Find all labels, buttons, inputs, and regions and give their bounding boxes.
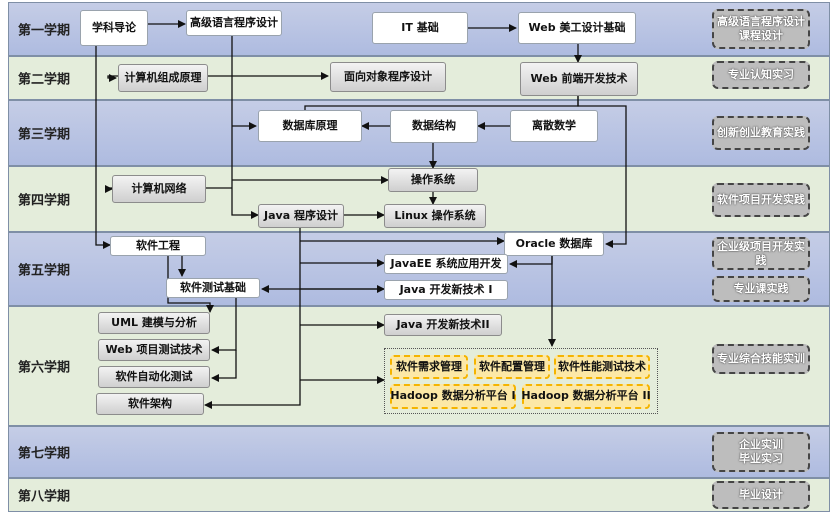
course-sjk: 数据库原理 — [258, 110, 362, 142]
arrow-java-rjjg — [204, 226, 301, 409]
course-jsjzc: 计算机组成原理 — [118, 64, 208, 92]
course-xueke: 学科导论 — [80, 10, 148, 46]
elective-hadoop1: Hadoop 数据分析平台 I — [390, 384, 516, 409]
practice-sem5a: 企业级项目开发实 践 — [712, 237, 810, 270]
practice-sem1: 高级语言程序设计 课程设计 — [712, 9, 810, 49]
practice-sem3: 创新创业教育实践 — [712, 116, 810, 150]
arrow-rjcs-zdh — [211, 350, 237, 382]
course-zdh: 软件自动化测试 — [98, 366, 210, 388]
arrow-rjcs-webcs — [211, 298, 237, 354]
semester-label: 第七学期 — [18, 446, 71, 462]
course-uml: UML 建模与分析 — [98, 312, 210, 334]
practice-sem4: 软件项目开发实践 — [712, 183, 810, 217]
practice-sem7: 企业实训 毕业实习 — [712, 432, 810, 472]
elective-xncs: 软件性能测试技术 — [554, 355, 650, 379]
elective-group — [384, 348, 658, 414]
course-linux: Linux 操作系统 — [384, 204, 486, 228]
semester-label: 第八学期 — [18, 489, 71, 505]
practice-sem5b: 专业课实践 — [712, 276, 810, 302]
practice-sem6: 专业综合技能实训 — [712, 344, 810, 374]
practice-sem2: 专业认知实习 — [712, 61, 810, 89]
arrow-oracle-javaee — [509, 256, 553, 268]
course-javaee: JavaEE 系统应用开发 — [384, 254, 508, 274]
semester-label: 第一学期 — [18, 23, 71, 39]
course-rjjg: 软件架构 — [96, 393, 204, 415]
elective-xqgl: 软件需求管理 — [390, 355, 468, 379]
elective-pzgl: 软件配置管理 — [474, 355, 550, 379]
course-sjjg: 数据结构 — [390, 110, 478, 143]
semester-label: 第五学期 — [18, 263, 71, 279]
arrow-webqd-oracle — [577, 96, 627, 248]
course-webcs: Web 项目测试技术 — [98, 339, 210, 361]
semester-label: 第二学期 — [18, 72, 71, 88]
course-mxdx: 面向对象程序设计 — [330, 62, 446, 92]
course-webqd: Web 前端开发技术 — [520, 62, 638, 96]
course-czxt: 操作系统 — [388, 168, 478, 192]
course-jsjwl: 计算机网络 — [112, 175, 206, 203]
arrow-xueke-rjgc — [95, 46, 111, 249]
semester-label: 第四学期 — [18, 193, 71, 209]
course-lssx: 离散数学 — [510, 110, 598, 142]
course-java: Java 程序设计 — [258, 204, 344, 228]
arrow-gaoji-java — [231, 34, 259, 219]
course-rjgc: 软件工程 — [110, 236, 206, 256]
practice-sem8: 毕业设计 — [712, 481, 810, 509]
course-oracle: Oracle 数据库 — [504, 232, 604, 256]
course-webmg: Web 美工设计基础 — [518, 12, 636, 44]
semester-band-8 — [8, 478, 830, 512]
course-gaoji: 高级语言程序设计 — [186, 10, 282, 36]
course-javaxj2: Java 开发新技术II — [384, 314, 502, 336]
course-it: IT 基础 — [372, 12, 468, 44]
course-javaxj1: Java 开发新技术 I — [384, 280, 508, 300]
semester-band-7 — [8, 426, 830, 478]
semester-label: 第六学期 — [18, 360, 71, 376]
semester-label: 第三学期 — [18, 127, 71, 143]
course-rjcs: 软件测试基础 — [166, 278, 260, 298]
elective-hadoop2: Hadoop 数据分析平台 II — [521, 384, 651, 409]
